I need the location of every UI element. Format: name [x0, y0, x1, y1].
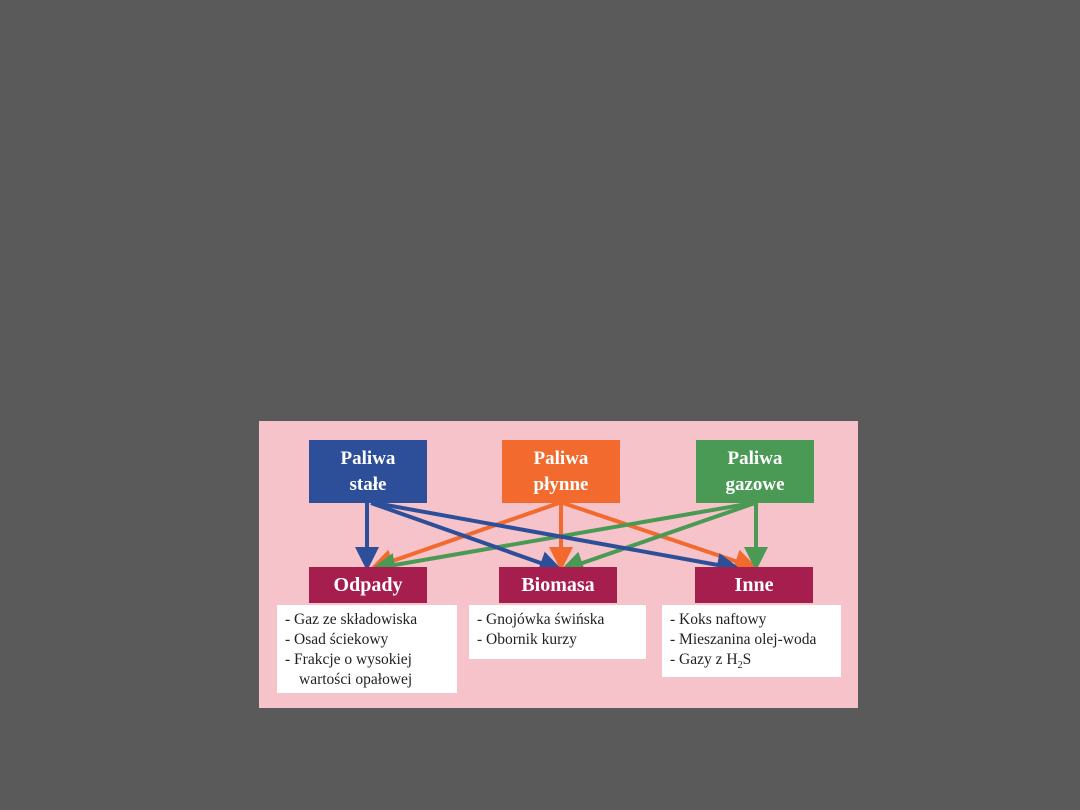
target-biomasa: Biomasa: [499, 567, 617, 603]
target-odpady: Odpady: [309, 567, 427, 603]
list-item: - Gazy z H2S: [670, 650, 833, 676]
source-plynne-line1: Paliwa: [533, 447, 589, 469]
list-item: - Obornik kurzy: [477, 631, 577, 648]
source-paliwa-gazowe: Paliwa gazowe: [696, 440, 814, 503]
list-item: - Koks naftowy: [670, 611, 767, 628]
h2s-prefix: - Gazy z H: [670, 651, 738, 668]
target-inne: Inne: [695, 567, 813, 603]
list-item: wartości opałowej: [299, 671, 413, 688]
inne-list: - Koks naftowy - Mieszanina olej-woda - …: [662, 605, 841, 677]
h2s-subscript: 2: [737, 660, 743, 672]
list-item: - Osad ściekowy: [285, 631, 389, 648]
source-gazowe-line2: gazowe: [725, 473, 785, 495]
source-paliwa-stale: Paliwa stałe: [309, 440, 427, 503]
arrow-plynne-inne: [562, 501, 759, 573]
arrow-stale-biomasa: [370, 501, 564, 575]
list-item: - Mieszanina olej-woda: [670, 631, 817, 648]
source-paliwa-plynne: Paliwa płynne: [502, 440, 620, 503]
list-item: - Gaz ze składowiska: [285, 611, 418, 628]
arrow-gazowe-odpady: [371, 501, 754, 577]
odpady-list: - Gaz ze składowiska - Osad ściekowy - F…: [277, 605, 457, 693]
arrow-plynne-odpady: [369, 501, 560, 573]
target-biomasa-label: Biomasa: [521, 574, 595, 596]
source-stale-line2: stałe: [349, 473, 387, 495]
h2s-suffix: S: [742, 651, 752, 668]
list-item: - Gnojówka świńska: [477, 611, 605, 628]
source-plynne-line2: płynne: [533, 473, 589, 495]
biomasa-list: - Gnojówka świńska - Obornik kurzy: [469, 605, 646, 659]
arrow-gazowe-biomasa: [559, 501, 756, 575]
source-gazowe-line1: Paliwa: [727, 447, 783, 469]
source-stale-line1: Paliwa: [340, 447, 396, 469]
list-item: - Frakcje o wysokiej: [285, 651, 412, 668]
target-inne-label: Inne: [734, 574, 774, 596]
arrows-layer: [355, 501, 768, 577]
fuel-diagram: Paliwa stałe Paliwa płynne Paliwa gazowe…: [259, 421, 858, 708]
arrow-stale-inne: [374, 501, 741, 577]
target-odpady-label: Odpady: [333, 574, 403, 596]
